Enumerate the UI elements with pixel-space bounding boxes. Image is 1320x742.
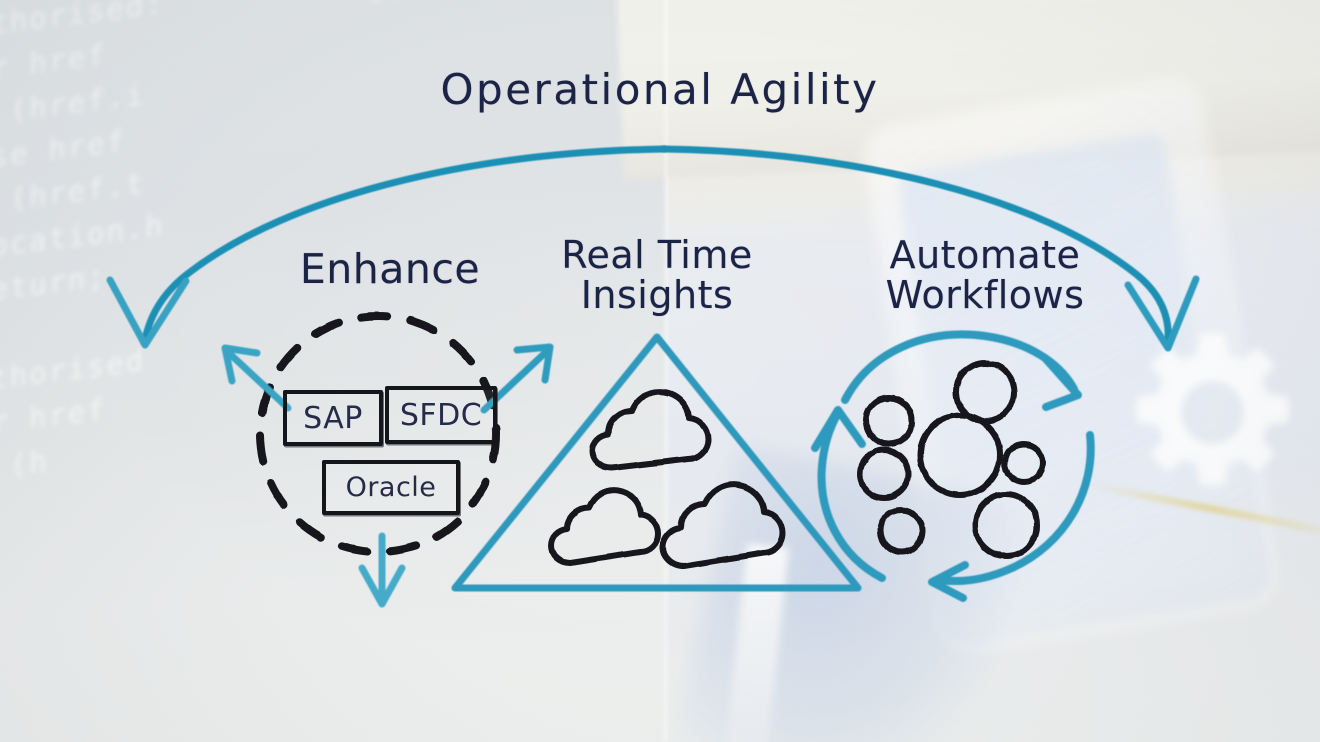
- background-seam: [663, 0, 669, 742]
- cloud-icon-bottom-right: [660, 481, 786, 569]
- workflow-circle-bottom-right: [972, 491, 1040, 559]
- workflow-circle-bottom-left: [877, 507, 925, 555]
- workflow-cycle-arrow-right: [928, 431, 1095, 602]
- workflow-circle-right-small: [1002, 441, 1046, 485]
- workflow-circle-left-upper: [863, 395, 915, 447]
- workflow-circle-group: [857, 360, 1046, 559]
- outer-arc-left: [106, 145, 668, 349]
- label-real-time-insights: Real Time Insights: [561, 233, 753, 317]
- system-box-sap[interactable]: SAP: [283, 390, 383, 446]
- gear-icon: [1135, 332, 1290, 487]
- workflow-cycle-arrow-top: [841, 330, 1082, 411]
- workflow-circle-left-lower: [857, 447, 911, 501]
- page-title: Operational Agility: [440, 65, 880, 114]
- cloud-icon-bottom-left: [548, 487, 661, 566]
- enhance-arrow-upleft: [221, 344, 292, 412]
- system-box-oracle[interactable]: Oracle: [322, 460, 460, 515]
- workflow-circle-top: [953, 360, 1017, 424]
- label-enhance: Enhance: [299, 245, 481, 293]
- background-left-panel: [0, 0, 666, 742]
- system-box-sfdc[interactable]: SFDC: [385, 386, 497, 444]
- insights-triangle: [451, 333, 862, 592]
- cloud-icon-top: [589, 388, 711, 471]
- workflow-circle-center: [917, 412, 1003, 498]
- workflow-cycle-arrow-left: [811, 406, 886, 582]
- enhance-arrow-down: [358, 532, 406, 608]
- label-automate-workflows: Automate Workflows: [885, 233, 1085, 317]
- outer-arc-right: [660, 145, 1200, 352]
